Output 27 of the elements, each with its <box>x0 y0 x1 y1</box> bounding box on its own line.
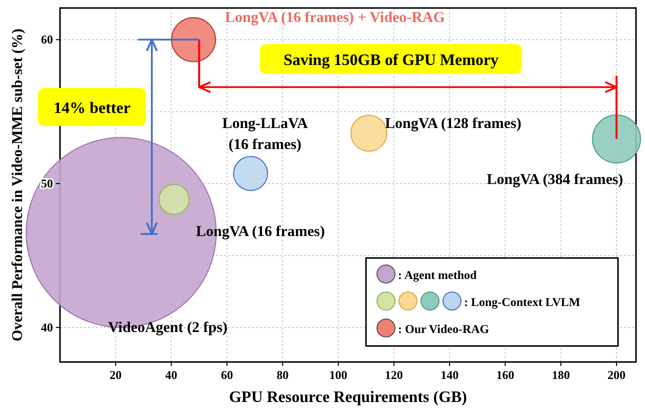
tick-label: 160 <box>496 368 514 382</box>
tick-label: 200 <box>608 368 626 382</box>
tick-label: 120 <box>384 368 403 382</box>
annotation: Saving 150GB of GPU Memory <box>283 52 499 69</box>
annotation-callout: Saving 150GB of GPU Memory <box>260 44 522 74</box>
legend-label: : Our Video-RAG <box>398 322 490 336</box>
tick-label: 40 <box>165 368 178 382</box>
data-label: VideoAgent (2 fps) <box>108 320 228 336</box>
legend-label: : Long-Context LVLM <box>464 295 580 309</box>
tick-label: 60 <box>220 368 233 382</box>
tick-label: 60 <box>41 32 53 47</box>
axis-title: GPU Resource Requirements (GB) <box>228 389 468 406</box>
tick-label: 180 <box>552 368 570 382</box>
legend-label: : Agent method <box>398 268 477 282</box>
data-label: LongVA (384 frames) <box>486 172 624 188</box>
data-label: Long-LLaVA (16 frames) <box>222 116 308 153</box>
tick-label: 80 <box>276 368 289 382</box>
tick-label: 140 <box>440 368 459 382</box>
axis-title: Overall Performance in Video-MME sub-set (%) <box>10 28 26 342</box>
tick-label: 20 <box>110 368 122 382</box>
tick-label: 40 <box>41 320 53 334</box>
tick-label: 100 <box>329 368 348 382</box>
annotation-callout: 14% better <box>38 88 146 126</box>
annotation: 14% better <box>54 100 130 117</box>
tick-label: 50 <box>41 176 53 191</box>
data-label: LongVA (16 frames) + Video-RAG <box>225 10 445 26</box>
data-label: LongVA (128 frames) <box>385 116 522 132</box>
